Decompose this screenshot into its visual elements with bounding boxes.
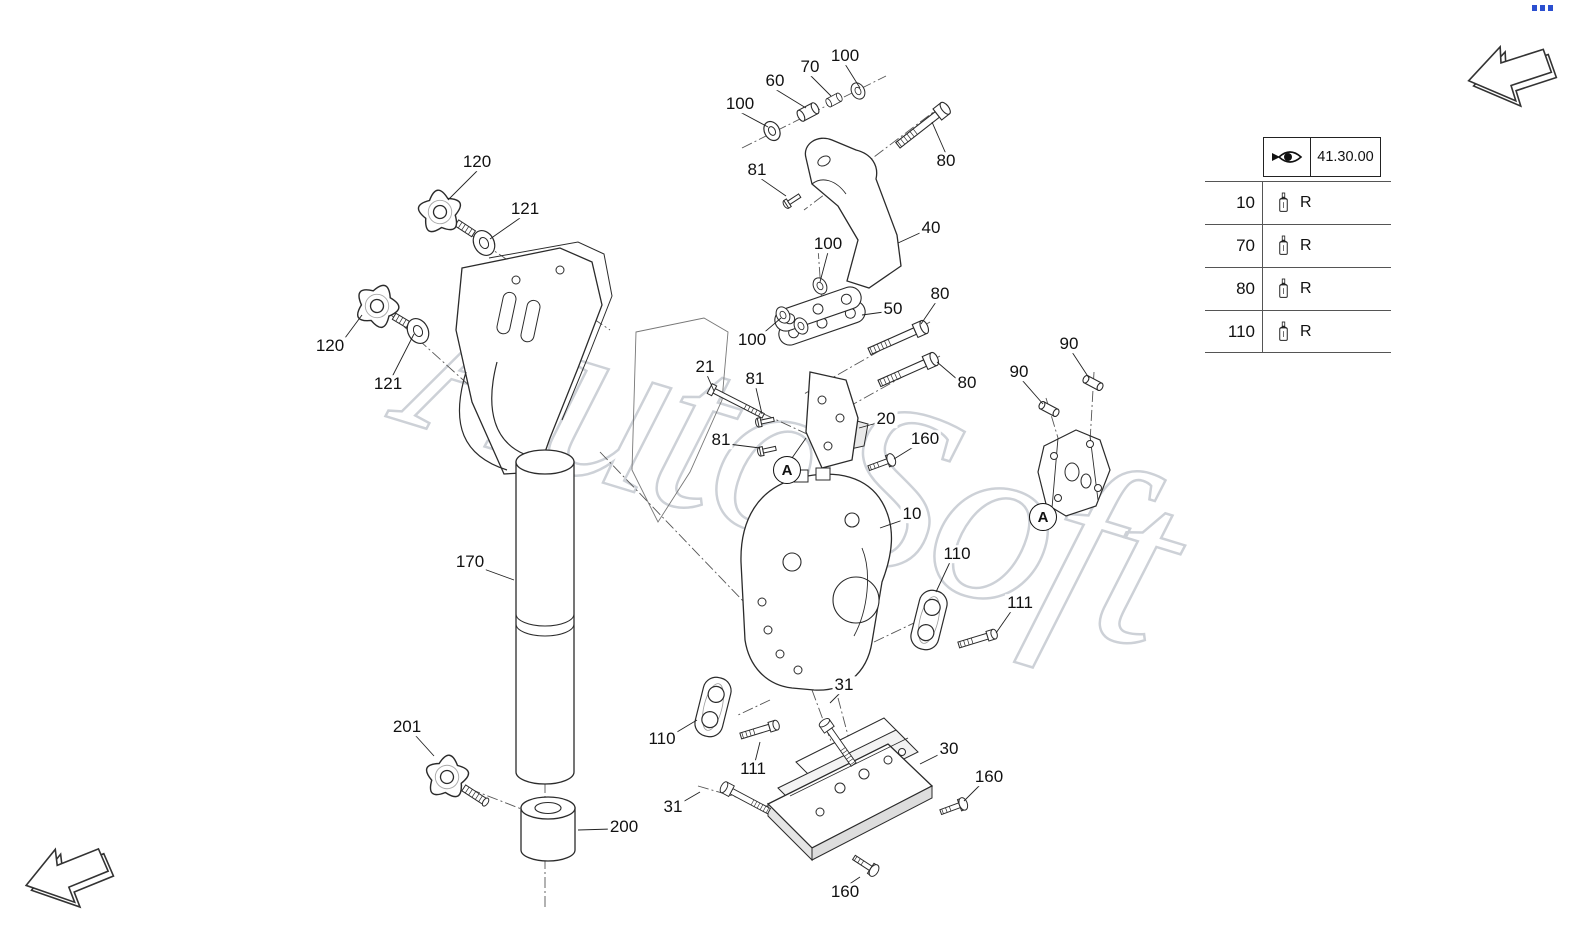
rear-plate [631,317,729,523]
screw-160 [938,795,970,819]
washer-121-lower [402,314,434,348]
parts [345,79,1111,879]
frame-bracket [455,241,613,475]
nav-arrow-bottom-left[interactable] [10,832,130,916]
screw-111-right [956,627,999,651]
bolt-80 [866,318,931,359]
corner-mini-icons [1532,5,1553,11]
bolt-21 [706,383,767,422]
rubber-mount-110-left [691,673,735,741]
lube-note: R [1300,322,1312,340]
screw-160 [866,451,898,475]
pin-90 [1081,373,1105,393]
grease-cartridge-icon [1268,277,1298,301]
pin-90 [1037,399,1061,419]
table-divider [1262,181,1264,353]
swing-plate-10 [740,467,893,691]
lubrication-table: 10 R 70 R 80 R 110 R [1205,181,1391,353]
mini-icon [1548,5,1553,11]
washer-100 [809,274,831,298]
lube-note: R [1300,237,1312,254]
spacer-60 [794,100,822,124]
base-plate-30 [766,717,934,862]
bushing-70 [824,91,844,109]
bolt-31-lower [718,780,773,817]
lube-row: 80 R [1205,267,1391,310]
washer-100 [760,118,784,144]
mini-icon [1532,5,1537,11]
column-170 [515,449,575,785]
view-reference-box: 41.30.00 [1263,137,1381,177]
view-code: 41.30.00 [1317,149,1374,165]
clamp-knob-120-lower [345,275,414,335]
pivot-bracket-20 [805,371,869,469]
legend-panel: 41.30.00 10 R 70 R 80 R 110 R [1205,137,1391,353]
center-lines [389,75,1095,908]
lube-note: R [1300,194,1312,211]
hinge-detail-A [1037,429,1111,517]
eye-icon [1264,138,1311,176]
lube-part-number: 70 [1236,236,1255,255]
grease-cartridge-icon [1268,234,1298,258]
clamp-knob-201 [417,748,490,807]
mini-icon [1540,5,1545,11]
screw-81 [754,414,776,429]
lube-note: R [1300,280,1312,297]
lube-row: 70 R [1205,224,1391,267]
rubber-mount-110-right [907,586,951,654]
nav-arrow-top-right[interactable] [1455,34,1565,118]
lube-part-number: 80 [1236,279,1255,298]
screw-160 [849,851,882,879]
lube-part-number: 110 [1227,321,1255,341]
clamp-knob-120-upper [413,186,477,238]
bolt-80 [876,350,941,391]
grease-cartridge-icon [1268,320,1298,344]
lube-row: 110 R [1205,310,1391,353]
washer-100 [847,79,869,103]
screw-81 [781,191,803,210]
bolt-80 [893,100,953,152]
bushing-200 [520,796,576,862]
lube-row: 10 R [1205,181,1391,224]
grease-cartridge-icon [1268,191,1298,215]
lube-part-number: 10 [1236,193,1255,212]
screw-81 [756,443,778,458]
screw-111-left [738,718,781,742]
support-bracket-40 [804,137,902,289]
